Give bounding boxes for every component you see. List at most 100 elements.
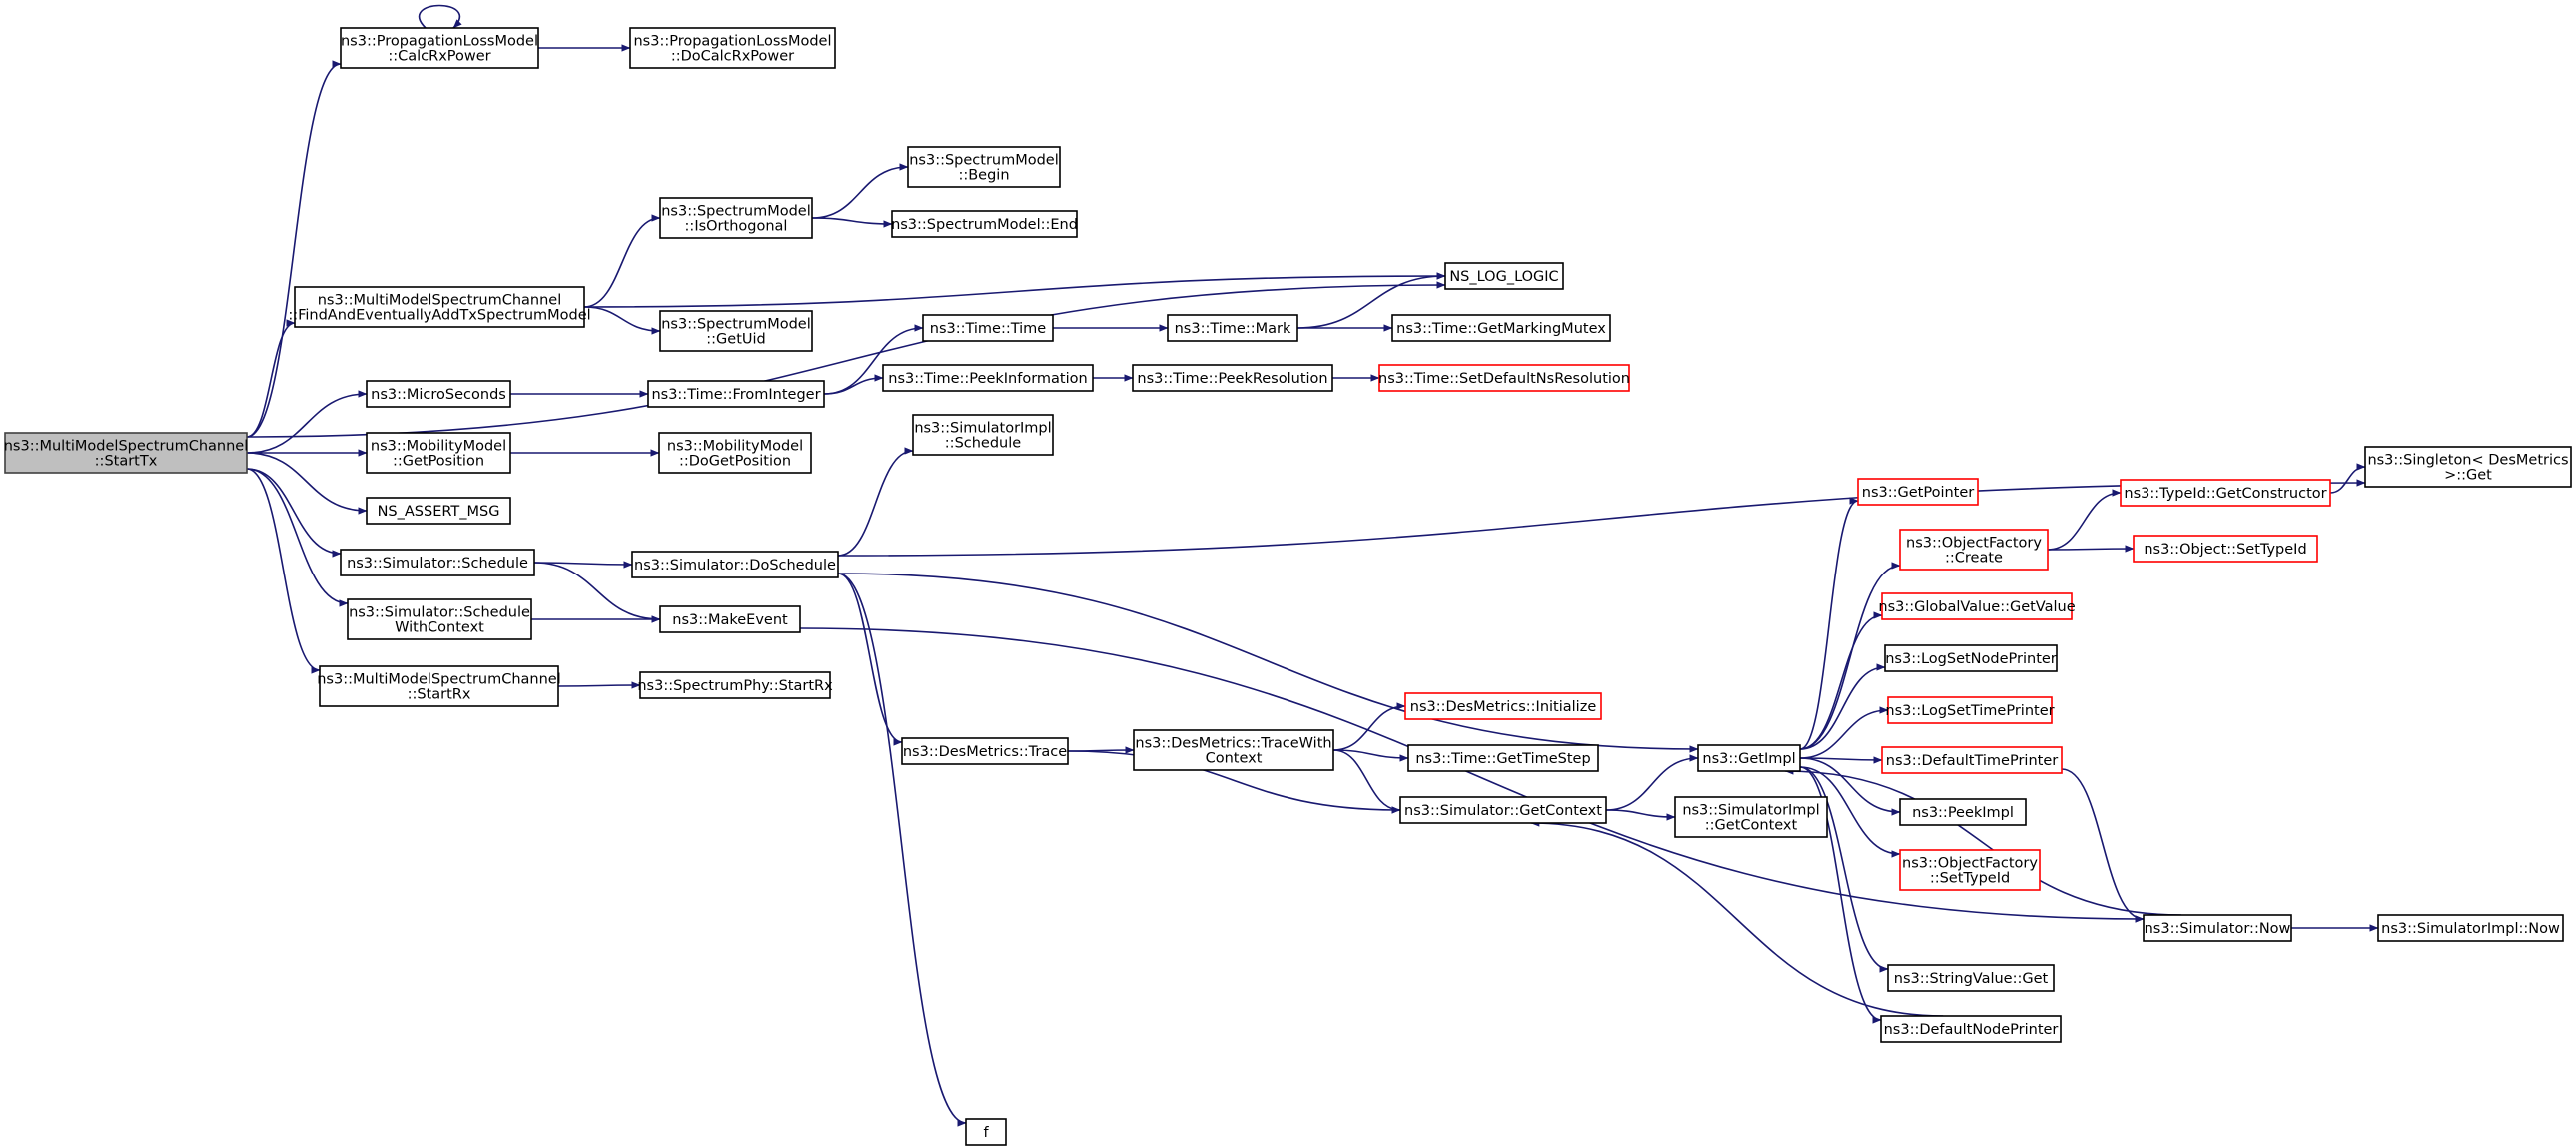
node-label-line: ns3::SpectrumModel bbox=[661, 204, 811, 220]
node-box bbox=[1444, 262, 1564, 290]
node-f[interactable]: f bbox=[965, 1118, 1007, 1146]
node-box bbox=[629, 27, 836, 69]
node-sm-end[interactable]: ns3::SpectrumModel::End bbox=[891, 210, 1078, 238]
edge-start_tx-to-ns_assert_msg bbox=[246, 452, 368, 515]
node-make-event[interactable]: ns3::MakeEvent bbox=[659, 605, 801, 633]
node-label-line: WithContext bbox=[395, 620, 484, 636]
node-time-peek-resolution[interactable]: ns3::Time::PeekResolution bbox=[1132, 364, 1333, 392]
node-simulator-impl-schedule[interactable]: ns3::SimulatorImpl::Schedule bbox=[912, 414, 1054, 456]
node-label-line: ns3::Simulator::GetContext bbox=[1404, 803, 1602, 819]
node-label-line: ns3::MobilityModel bbox=[667, 439, 803, 455]
node-label-line: ns3::Time::Mark bbox=[1175, 321, 1291, 337]
node-ns-assert-msg[interactable]: NS_ASSERT_MSG bbox=[366, 497, 511, 525]
node-log-set-node-printer[interactable]: ns3::LogSetNodePrinter bbox=[1884, 644, 2058, 672]
node-object-factory-set-type-id[interactable]: ns3::ObjectFactory::SetTypeId bbox=[1899, 849, 2041, 891]
node-time-time[interactable]: ns3::Time::Time bbox=[922, 314, 1054, 342]
node-time-get-marking-mutex[interactable]: ns3::Time::GetMarkingMutex bbox=[1391, 314, 1611, 342]
node-calc-rx-power[interactable]: ns3::PropagationLossModel::CalcRxPower bbox=[340, 27, 539, 69]
node-mobility-do-get-position[interactable]: ns3::MobilityModel::DoGetPosition bbox=[658, 432, 812, 474]
node-box bbox=[1899, 529, 2049, 571]
edge-start_tx-to-find_add_tx bbox=[246, 319, 296, 438]
node-simulator-get-context[interactable]: ns3::Simulator::GetContext bbox=[1399, 796, 1607, 824]
node-ns-log-logic[interactable]: NS_LOG_LOGIC bbox=[1444, 262, 1564, 290]
edge-default_time_printer-to-simulator_now bbox=[2061, 768, 2145, 923]
node-time-from-integer[interactable]: ns3::Time::FromInteger bbox=[647, 380, 825, 408]
node-label-line: ::Begin bbox=[958, 168, 1009, 184]
edge-simulator_get_context-to-get_impl bbox=[1605, 754, 1699, 811]
node-box bbox=[631, 551, 839, 578]
node-default-time-printer[interactable]: ns3::DefaultTimePrinter bbox=[1881, 746, 2063, 774]
edge-start_tx-to-simulator_schedule bbox=[246, 468, 342, 558]
node-label-line: ::GetContext bbox=[1705, 818, 1798, 834]
node-global-value-get-value[interactable]: ns3::GlobalValue::GetValue bbox=[1878, 592, 2076, 620]
node-label-line: ns3::Simulator::DoSchedule bbox=[634, 558, 836, 574]
node-object-factory-create[interactable]: ns3::ObjectFactory::Create bbox=[1899, 529, 2049, 571]
node-label-line: ns3::Time::GetTimeStep bbox=[1415, 751, 1590, 767]
node-simulator-now[interactable]: ns3::Simulator::Now bbox=[2143, 914, 2292, 942]
edge-default_node_printer-to-simulator_get_context bbox=[1530, 819, 1944, 1017]
edge-des_metrics_trace_with_context-to-simulator_get_context bbox=[1332, 749, 1401, 814]
node-label-line: f bbox=[983, 1125, 989, 1141]
node-get-impl[interactable]: ns3::GetImpl bbox=[1697, 744, 1801, 772]
node-des-metrics-trace[interactable]: ns3::DesMetrics::Trace bbox=[901, 737, 1069, 765]
edge-start_tx-to-ns_log_logic bbox=[246, 281, 1446, 438]
node-sm-begin[interactable]: ns3::SpectrumModel::Begin bbox=[907, 146, 1061, 188]
node-box bbox=[319, 665, 559, 707]
node-find-add-tx[interactable]: ns3::MultiModelSpectrumChannel::FindAndE… bbox=[288, 286, 591, 328]
node-label-line: ns3::SimulatorImpl bbox=[1682, 803, 1819, 819]
node-label-line: ns3::MobilityModel bbox=[371, 439, 506, 455]
node-label-line: ::SetTypeId bbox=[1930, 871, 2010, 887]
edge-start_tx-to-micro_seconds bbox=[246, 390, 368, 454]
node-label-line: ns3::DefaultTimePrinter bbox=[1886, 753, 2058, 769]
node-string-value-get[interactable]: ns3::StringValue::Get bbox=[1887, 964, 2055, 992]
node-simulator-impl-get-context[interactable]: ns3::SimulatorImpl::GetContext bbox=[1674, 796, 1828, 838]
node-time-mark[interactable]: ns3::Time::Mark bbox=[1167, 314, 1298, 342]
edge-des_metrics_trace_with_context-to-des_metrics_initialize bbox=[1332, 702, 1406, 751]
node-object-set-type-id[interactable]: ns3::Object::SetTypeId bbox=[2133, 535, 2318, 563]
node-mobility-get-position[interactable]: ns3::MobilityModel::GetPosition bbox=[366, 432, 511, 474]
edge-simulator_now-to-get_impl bbox=[1784, 767, 2182, 916]
node-time-peek-information[interactable]: ns3::Time::PeekInformation bbox=[882, 364, 1094, 392]
node-default-node-printer[interactable]: ns3::DefaultNodePrinter bbox=[1880, 1015, 2062, 1043]
edge-find_add_tx-to-sm_get_uid bbox=[583, 306, 661, 335]
node-time-get-time-step[interactable]: ns3::Time::GetTimeStep bbox=[1407, 744, 1599, 772]
edge-type_id_get_constructor-to-singleton_get bbox=[2329, 463, 2366, 494]
node-label-line: ::StartTx bbox=[95, 454, 158, 470]
node-simulator-impl-now[interactable]: ns3::SimulatorImpl::Now bbox=[2377, 914, 2564, 942]
edge-object_factory_create-to-object_set_type_id bbox=[2047, 545, 2135, 553]
node-des-metrics-initialize[interactable]: ns3::DesMetrics::Initialize bbox=[1404, 692, 1602, 720]
node-label-line: NS_ASSERT_MSG bbox=[378, 504, 500, 520]
node-box bbox=[965, 1118, 1007, 1146]
node-time-set-default-ns[interactable]: ns3::Time::SetDefaultNsResolution bbox=[1378, 364, 1630, 392]
node-label-line: ns3::Time::Time bbox=[930, 321, 1047, 337]
node-singleton-get[interactable]: ns3::Singleton< DesMetrics>::Get bbox=[2364, 446, 2572, 488]
node-sm-get-uid[interactable]: ns3::SpectrumModel::GetUid bbox=[659, 310, 813, 352]
node-log-set-time-printer[interactable]: ns3::LogSetTimePrinter bbox=[1885, 696, 2055, 724]
node-spectrum-phy-start-rx[interactable]: ns3::SpectrumPhy::StartRx bbox=[637, 671, 833, 699]
node-peek-impl[interactable]: ns3::PeekImpl bbox=[1899, 798, 2027, 826]
node-label-line: ns3::TypeId::GetConstructor bbox=[2124, 486, 2326, 502]
edge-get_impl-to-get_pointer bbox=[1799, 497, 1859, 750]
node-box bbox=[922, 314, 1054, 342]
node-label-line: NS_LOG_LOGIC bbox=[1449, 269, 1558, 285]
node-box bbox=[1378, 364, 1630, 392]
node-simulator-schedule[interactable]: ns3::Simulator::Schedule bbox=[340, 549, 535, 576]
node-box bbox=[1167, 314, 1298, 342]
edge-is_orthogonal-to-sm_end bbox=[811, 217, 893, 228]
edge-simulator_get_context-to-simulator_impl_get_context bbox=[1605, 809, 1676, 821]
node-box bbox=[659, 310, 813, 352]
node-simulator-do-schedule[interactable]: ns3::Simulator::DoSchedule bbox=[631, 551, 839, 578]
node-type-id-get-constructor[interactable]: ns3::TypeId::GetConstructor bbox=[2120, 479, 2331, 507]
node-is-orthogonal[interactable]: ns3::SpectrumModel::IsOrthogonal bbox=[659, 197, 813, 239]
node-box bbox=[1404, 692, 1602, 720]
node-label-line: ns3::DefaultNodePrinter bbox=[1884, 1022, 2059, 1038]
edge-simulator_do_schedule-to-simulator_impl_schedule bbox=[837, 447, 914, 557]
node-micro-seconds[interactable]: ns3::MicroSeconds bbox=[366, 380, 511, 408]
node-get-pointer[interactable]: ns3::GetPointer bbox=[1857, 478, 1979, 506]
node-mm-start-rx[interactable]: ns3::MultiModelSpectrumChannel::StartRx bbox=[317, 665, 561, 707]
node-do-calc-rx-power[interactable]: ns3::PropagationLossModel::DoCalcRxPower bbox=[629, 27, 836, 69]
node-start-tx[interactable]: ns3::MultiModelSpectrumChannel::StartTx bbox=[4, 432, 249, 474]
